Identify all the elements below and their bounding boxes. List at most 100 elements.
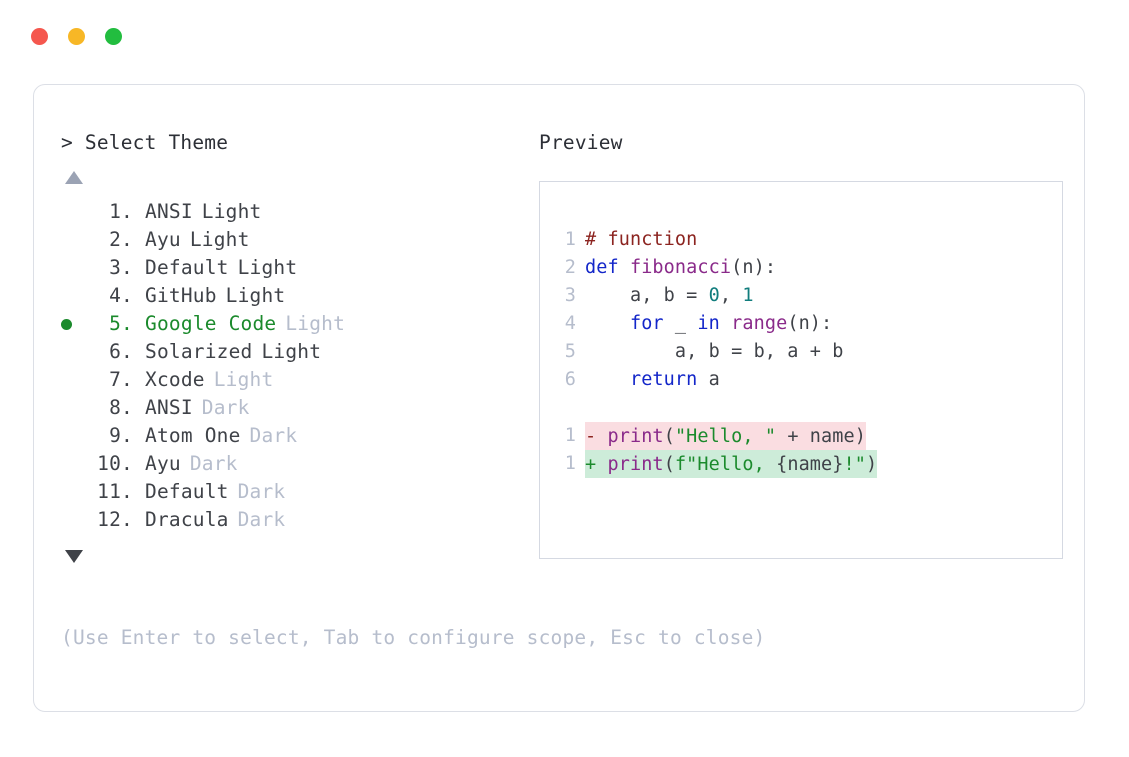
code-token — [585, 369, 630, 390]
code-spacer — [554, 394, 1062, 422]
code-text: - print("Hello, " + name) — [585, 422, 866, 450]
line-number: 3 — [564, 285, 576, 306]
selection-bullet-slot — [61, 282, 89, 310]
minimize-dot[interactable] — [68, 27, 85, 45]
code-token: def — [585, 257, 630, 278]
theme-variant-label: Light — [225, 284, 286, 307]
theme-variant-label: Light — [201, 200, 262, 223]
code-line: 5 a, b = b, a + b — [554, 338, 1062, 366]
line-number: 1 — [564, 229, 576, 250]
theme-list-item[interactable]: 1. ANSI Light — [61, 198, 531, 226]
code-token: 1 — [742, 285, 754, 306]
code-text: + print(f"Hello, {name}!") — [585, 450, 878, 478]
code-token: a, b = b, a + b — [585, 341, 844, 362]
selection-bullet-slot — [61, 394, 89, 422]
code-line: 2 def fibonacci(n): — [554, 254, 1062, 282]
line-number: 1 — [564, 453, 576, 474]
selection-bullet-slot — [61, 422, 89, 450]
theme-name: ANSI — [145, 200, 193, 223]
theme-variant-label: Light — [285, 312, 346, 335]
code-token: return — [629, 369, 698, 390]
triangle-up-icon[interactable] — [65, 171, 83, 184]
page-title: > Select Theme — [61, 131, 229, 154]
code-token: + — [585, 454, 608, 475]
selection-bullet-slot — [61, 310, 89, 338]
code-line: 6 return a — [554, 366, 1062, 394]
code-token: f"Hello, — [674, 454, 777, 475]
theme-variant-label: Dark — [189, 452, 238, 475]
code-token: print — [607, 454, 664, 475]
code-token: ( — [663, 454, 675, 475]
code-text: a, b = b, a + b — [585, 338, 843, 366]
theme-variant-label: Light — [261, 340, 322, 363]
diff-code-line: 1 - print("Hello, " + name) — [554, 422, 1062, 450]
theme-name: Solarized — [145, 340, 253, 363]
theme-index: 12. — [97, 508, 133, 531]
theme-variant-label: Dark — [249, 424, 298, 447]
theme-variant-label: Dark — [201, 396, 250, 419]
code-token: # function — [585, 229, 698, 250]
theme-name: Ayu — [145, 452, 181, 475]
code-token: ( — [663, 426, 675, 447]
line-number: 1 — [564, 425, 576, 446]
code-token: fibonacci — [629, 257, 732, 278]
code-token: + name) — [776, 426, 866, 447]
selection-bullet-slot — [61, 506, 89, 534]
code-token: "Hello, " — [674, 426, 777, 447]
theme-index: 5. — [109, 312, 133, 335]
triangle-down-icon[interactable] — [65, 550, 83, 563]
theme-variant-label: Light — [237, 256, 298, 279]
theme-list-item[interactable]: 3. Default Light — [61, 254, 531, 282]
selection-bullet-slot — [61, 450, 89, 478]
selection-bullet-slot — [61, 478, 89, 506]
theme-name: Dracula — [145, 508, 229, 531]
code-token: 0 — [708, 285, 720, 306]
maximize-dot[interactable] — [105, 27, 122, 45]
theme-index: 9. — [109, 424, 133, 447]
code-text: return a — [585, 366, 720, 394]
theme-name: Default — [145, 480, 229, 503]
window-titlebar — [0, 0, 1129, 72]
theme-variant-label: Light — [189, 228, 250, 251]
close-dot[interactable] — [31, 27, 48, 45]
preview-title: Preview — [539, 131, 623, 154]
theme-name: Default — [145, 256, 229, 279]
theme-name: ANSI — [145, 396, 193, 419]
code-token: , — [719, 285, 743, 306]
line-number: 6 — [564, 369, 576, 390]
code-text: def fibonacci(n): — [585, 254, 776, 282]
theme-list-item[interactable]: 10. Ayu Dark — [61, 450, 531, 478]
code-token: a, b = — [585, 285, 709, 306]
theme-variant-label: Dark — [237, 508, 286, 531]
theme-index: 11. — [97, 480, 133, 503]
theme-variant-label: Light — [213, 368, 274, 391]
theme-list-item[interactable]: 12. Dracula Dark — [61, 506, 531, 534]
line-number: 5 — [564, 341, 576, 362]
theme-index: 10. — [97, 452, 133, 475]
code-token: in — [697, 313, 720, 334]
theme-name: Xcode — [145, 368, 205, 391]
line-number: 2 — [564, 257, 576, 278]
code-token: {name} — [776, 454, 844, 475]
theme-index: 3. — [109, 256, 133, 279]
theme-index: 1. — [109, 200, 133, 223]
keyboard-hint: (Use Enter to select, Tab to configure s… — [61, 626, 766, 649]
code-line: 3 a, b = 0, 1 — [554, 282, 1062, 310]
code-token: !" — [843, 454, 867, 475]
theme-index: 4. — [109, 284, 133, 307]
code-token: for — [629, 313, 664, 334]
selection-bullet-slot — [61, 366, 89, 394]
